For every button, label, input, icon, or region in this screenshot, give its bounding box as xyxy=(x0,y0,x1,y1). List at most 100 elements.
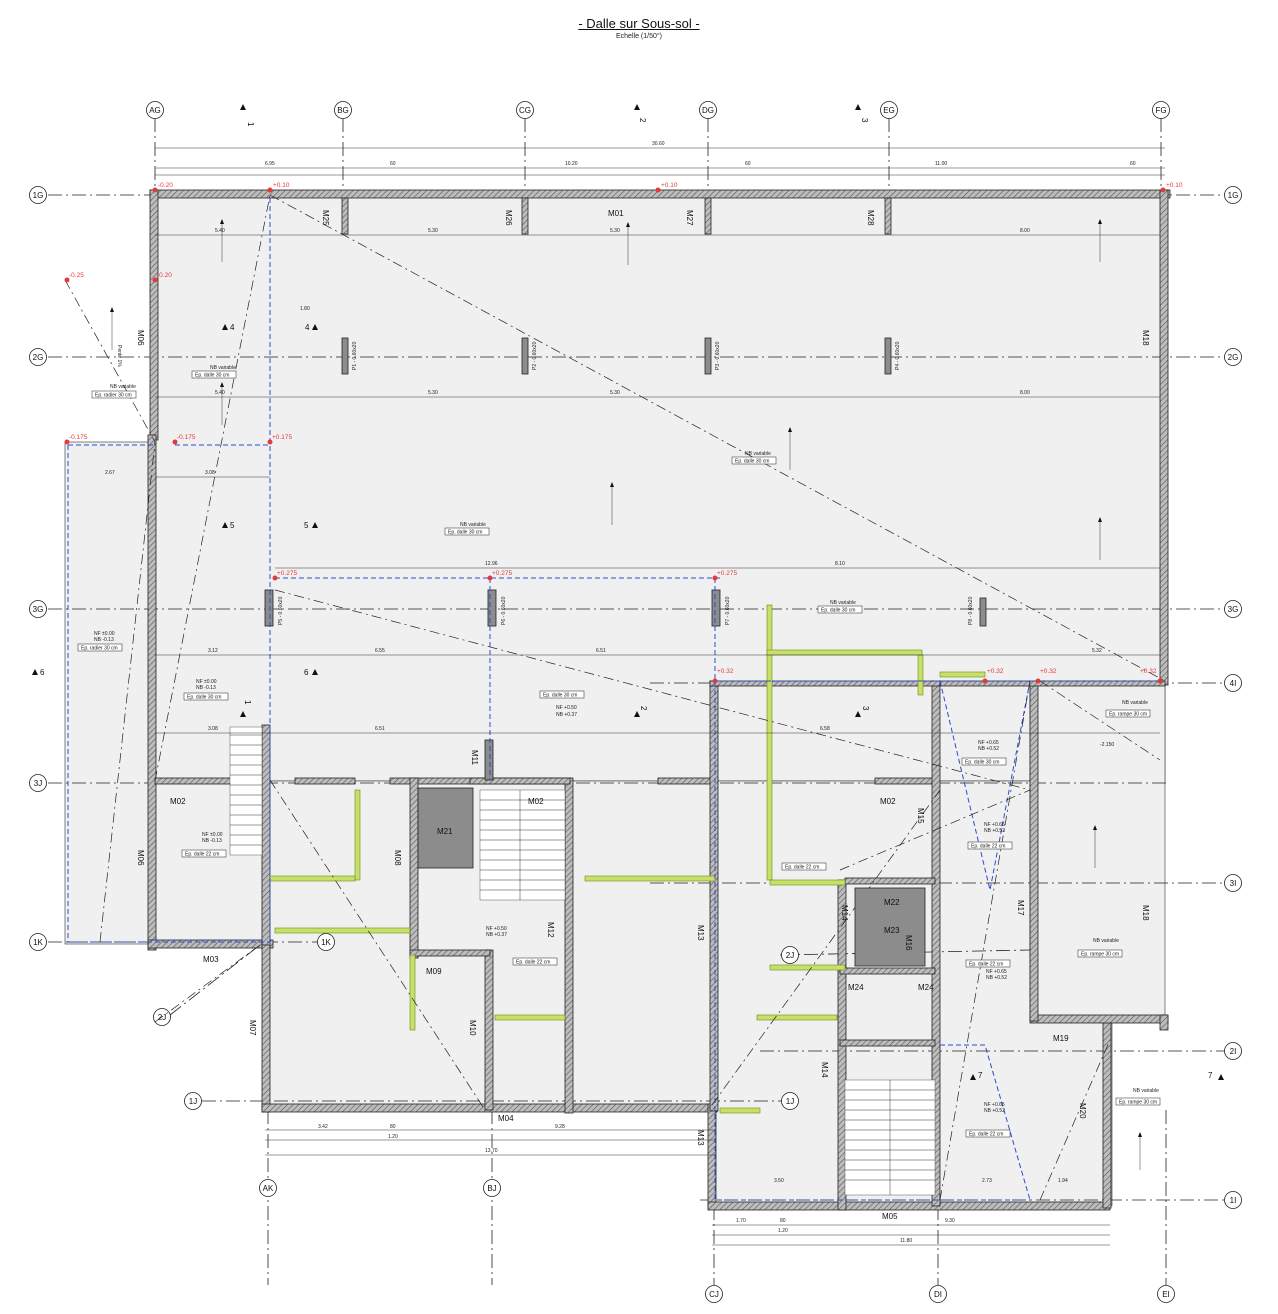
svg-text:4I: 4I xyxy=(1230,679,1237,688)
wall-label-m27: M27 xyxy=(685,210,694,226)
red-levels: -0.20 +0.10 +0.10 +0.10 -0.25 -0.20 -0.1… xyxy=(64,182,1183,748)
svg-text:Ep. dalle 30 cm: Ep. dalle 30 cm xyxy=(735,459,769,465)
svg-text:3J: 3J xyxy=(34,779,42,788)
svg-text:3: 3 xyxy=(860,118,869,123)
svg-text:5.40: 5.40 xyxy=(215,390,225,396)
blue-outlines xyxy=(67,198,1160,1201)
svg-text:EG: EG xyxy=(883,106,895,115)
wall-label-m06-b: M06 xyxy=(136,850,145,866)
svg-text:NF +0.65: NF +0.65 xyxy=(978,740,999,746)
annotation-slab-8: NF ±0.00 NB -0.13 Ep. dalle 22 cm xyxy=(181,832,227,858)
level-point-17: -2.150 xyxy=(1100,742,1114,748)
svg-text:6.51: 6.51 xyxy=(375,726,385,732)
svg-text:1: 1 xyxy=(243,700,252,705)
svg-text:NF +0.50: NF +0.50 xyxy=(556,705,577,711)
svg-text:Ep. dalle 30 cm: Ep. dalle 30 cm xyxy=(448,530,482,536)
svg-text:AG: AG xyxy=(149,106,161,115)
svg-text:Pente 1%: Pente 1% xyxy=(116,345,122,367)
svg-text:P2 - 0.60x20: P2 - 0.60x20 xyxy=(532,341,538,370)
dim-top-4: 60 xyxy=(745,161,751,167)
wall-label-m07: M07 xyxy=(248,1020,257,1036)
svg-text:6.55: 6.55 xyxy=(375,648,385,654)
svg-text:1G: 1G xyxy=(33,191,44,200)
svg-text:NB +0.52: NB +0.52 xyxy=(978,746,999,752)
level-point-3: +0.10 xyxy=(655,182,678,193)
svg-text:EI: EI xyxy=(1162,1290,1170,1299)
wall-label-m14-b: M14 xyxy=(840,905,849,921)
axis-bottom-ak: AK xyxy=(259,1110,277,1285)
wall-label-m24-a: M24 xyxy=(848,983,864,992)
shaft-m22 xyxy=(854,887,926,967)
wall-label-m21: M21 xyxy=(437,827,453,836)
annotation-slab-2: NB variable Ep. dalle 30 cm xyxy=(731,451,777,465)
dim-top-3: 10.20 xyxy=(565,161,578,167)
wall-label-m28: M28 xyxy=(866,210,875,226)
wall-label-m01: M01 xyxy=(608,209,624,218)
svg-text:NB variable: NB variable xyxy=(460,522,486,528)
level-point-11: +0.275 xyxy=(487,570,512,581)
svg-text:Ep. dalle 30 cm: Ep. dalle 30 cm xyxy=(965,760,999,766)
green-lintels xyxy=(269,604,986,1114)
svg-text:NB -0.13: NB -0.13 xyxy=(202,838,222,844)
stairs xyxy=(229,726,936,1196)
svg-text:3.50: 3.50 xyxy=(774,1178,784,1184)
svg-text:+0.32: +0.32 xyxy=(987,668,1004,675)
svg-text:BG: BG xyxy=(337,106,349,115)
stair-left xyxy=(229,726,263,856)
level-point-8: -0.175 xyxy=(172,434,196,445)
svg-text:NB +0.37: NB +0.37 xyxy=(556,712,577,718)
svg-text:+0.275: +0.275 xyxy=(277,570,297,577)
svg-text:NF +0.50: NF +0.50 xyxy=(486,926,507,932)
svg-text:P8 - 0.60x20: P8 - 0.60x20 xyxy=(968,596,974,625)
svg-text:-0.20: -0.20 xyxy=(158,182,173,189)
wall-label-m26: M26 xyxy=(504,210,513,226)
wall-label-m23: M23 xyxy=(884,926,900,935)
section-mark-7b: 7 xyxy=(1208,1071,1224,1080)
annotation-slab-6: NF ±0.00 NB -0.13 Ep. dalle 30 cm xyxy=(183,679,229,701)
svg-text:NB variable: NB variable xyxy=(1093,938,1119,944)
svg-text:NB +0.52: NB +0.52 xyxy=(986,975,1007,981)
wall-label-m03: M03 xyxy=(203,955,219,964)
level-point-9: +0.175 xyxy=(267,434,292,445)
svg-text:-0.20: -0.20 xyxy=(157,272,172,279)
svg-text:Ep. dalle 30 cm: Ep. dalle 30 cm xyxy=(543,693,577,699)
svg-text:1.20: 1.20 xyxy=(778,1228,788,1234)
svg-text:3G: 3G xyxy=(33,605,44,614)
axis-top-fg: FG xyxy=(1152,101,1170,200)
dim-top-1: 6.95 xyxy=(265,161,275,167)
svg-text:NB -0.13: NB -0.13 xyxy=(196,685,216,691)
svg-text:+0.10: +0.10 xyxy=(661,182,678,189)
svg-text:4: 4 xyxy=(305,323,310,332)
svg-text:80: 80 xyxy=(390,1124,396,1130)
svg-text:CJ: CJ xyxy=(709,1290,719,1299)
svg-text:AK: AK xyxy=(263,1184,274,1193)
svg-text:NB variable: NB variable xyxy=(1122,700,1148,706)
wall-label-m13-b: M13 xyxy=(696,1130,705,1146)
pillar-labels: P1 - 0.60x20 P2 - 0.60x20 P3 - 0.60x20 P… xyxy=(278,341,974,625)
svg-text:+0.32: +0.32 xyxy=(1140,668,1157,675)
axis-top-bg: BG xyxy=(334,101,352,200)
svg-text:1K: 1K xyxy=(33,938,43,947)
svg-text:P6 - 0.60x20: P6 - 0.60x20 xyxy=(501,596,507,625)
svg-text:2G: 2G xyxy=(33,353,44,362)
annotation-slab-11: NF +0.50 NB +0.37 Ep. dalle 22 cm xyxy=(486,926,558,966)
section-mark-1: 1 xyxy=(240,104,255,127)
internal-dimensions: 5.40 5.30 5.30 8.00 5.40 5.30 5.30 8.00 … xyxy=(105,228,1160,734)
section-mark-4a: 4 xyxy=(222,323,235,332)
svg-text:Ep. rampe 30 cm: Ep. rampe 30 cm xyxy=(1081,952,1119,958)
svg-text:8.10: 8.10 xyxy=(835,561,845,567)
svg-text:NF +0.65: NF +0.65 xyxy=(986,969,1007,975)
svg-text:Ep. radier 30 cm: Ep. radier 30 cm xyxy=(81,646,118,652)
svg-text:3I: 3I xyxy=(1230,879,1237,888)
svg-text:DI: DI xyxy=(934,1290,942,1299)
svg-text:1.80: 1.80 xyxy=(300,306,310,312)
svg-text:1J: 1J xyxy=(189,1097,197,1106)
svg-text:5.30: 5.30 xyxy=(428,228,438,234)
svg-text:Ep. dalle 22 cm: Ep. dalle 22 cm xyxy=(185,852,219,858)
svg-text:1K: 1K xyxy=(321,938,331,947)
svg-text:NB variable: NB variable xyxy=(110,384,136,390)
wall-label-m02-b: M02 xyxy=(528,797,544,806)
bottom-dimensions: 3.42 80 1.20 9.28 13.70 1.70 80 1.20 9.3… xyxy=(265,1124,1110,1246)
drawing-scale: Echelle (1/50°) xyxy=(616,33,662,40)
